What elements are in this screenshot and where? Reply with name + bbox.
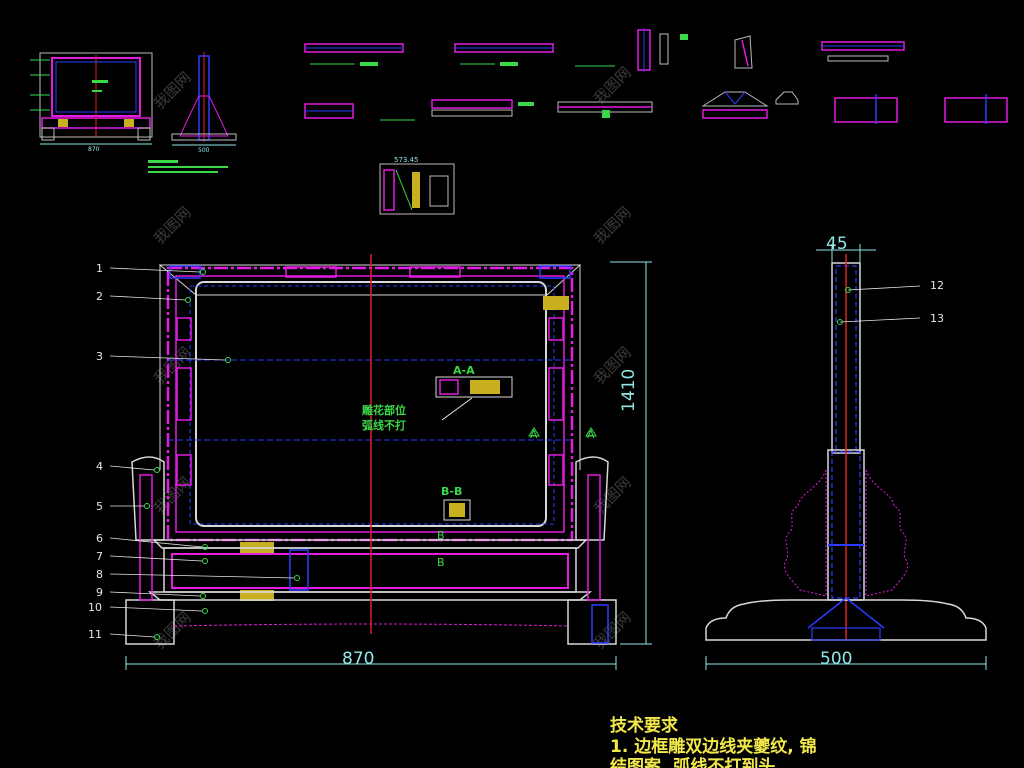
part-label-5: 5	[96, 500, 103, 513]
part-label-3: 3	[96, 350, 103, 363]
section-aa-label: A-A	[453, 364, 475, 377]
part-label-8: 8	[96, 568, 103, 581]
part-label-10: 10	[88, 601, 102, 614]
watermark-layer: 我图网 我图网 我图网 我图网 我图网 我图网 我图网 我图网 我图网 我图网	[150, 63, 635, 653]
carving-note-line1: 雕花部位	[362, 403, 406, 417]
side-top-dimension: 45	[826, 234, 848, 254]
detail-section-view: 573.45	[379, 156, 455, 215]
detail-dim: 573.45	[394, 156, 419, 164]
part-label-1: 1	[96, 262, 103, 275]
watermark-text: 我图网	[590, 63, 635, 108]
watermark-text: 我图网	[590, 473, 635, 518]
section-annotations: A-A B-B 雕花部位 弧线不打 A A B B	[362, 364, 595, 569]
part-label-6: 6	[96, 532, 103, 545]
part-label-9: 9	[96, 586, 103, 599]
part-label-13: 13	[930, 312, 944, 325]
watermark-text: 我图网	[150, 203, 195, 248]
carving-note-line2: 弧线不打	[362, 418, 406, 432]
part-callouts: 1 2 3 4 5 6 7 8 9 10 11	[88, 262, 300, 641]
tech-notes-line1: 1. 边框雕双边线夹夔纹, 锦	[610, 736, 817, 757]
front-dimensions: 870 1410	[125, 261, 652, 670]
detail-row-2	[304, 91, 1008, 124]
side-dimensions: 45 500	[705, 234, 987, 670]
watermark-text: 我图网	[590, 608, 635, 653]
part-label-4: 4	[96, 460, 103, 473]
watermark-text: 我图网	[150, 608, 195, 653]
part-label-11: 11	[88, 628, 102, 641]
side-callouts: 12 13	[837, 279, 944, 325]
tech-notes-line2: 结图案, 弧线不打到头	[610, 756, 775, 768]
section-bb-label: B-B	[441, 485, 462, 498]
part-label-2: 2	[96, 290, 103, 303]
watermark-text: 我图网	[150, 473, 195, 518]
part-label-7: 7	[96, 550, 103, 563]
section-marker-a-right: A	[587, 428, 595, 441]
thumbnail-width-dim: 870	[88, 146, 100, 153]
front-height-dimension: 1410	[619, 369, 639, 412]
detail-row-1	[304, 28, 905, 72]
thumbnail-front-view: 870	[30, 52, 228, 173]
section-marker-a-left: A	[530, 428, 538, 441]
front-width-dimension: 870	[342, 649, 374, 669]
front-view-screen	[125, 254, 617, 645]
side-width-dimension: 500	[820, 649, 852, 669]
tech-notes-heading: 技术要求	[610, 715, 678, 736]
watermark-text: 我图网	[150, 68, 195, 113]
watermark-text: 我图网	[590, 203, 635, 248]
part-label-12: 12	[930, 279, 944, 292]
technical-requirements: 技术要求 1. 边框雕双边线夹夔纹, 锦 结图案, 弧线不打到头	[610, 715, 817, 768]
thumbnail-side-view: 500	[171, 52, 237, 154]
watermark-text: 我图网	[150, 343, 195, 388]
section-marker-b-upper: B	[437, 529, 445, 542]
thumbnail-side-width-dim: 500	[198, 147, 210, 154]
side-view-screen	[705, 254, 987, 641]
section-marker-b-lower: B	[437, 556, 445, 569]
